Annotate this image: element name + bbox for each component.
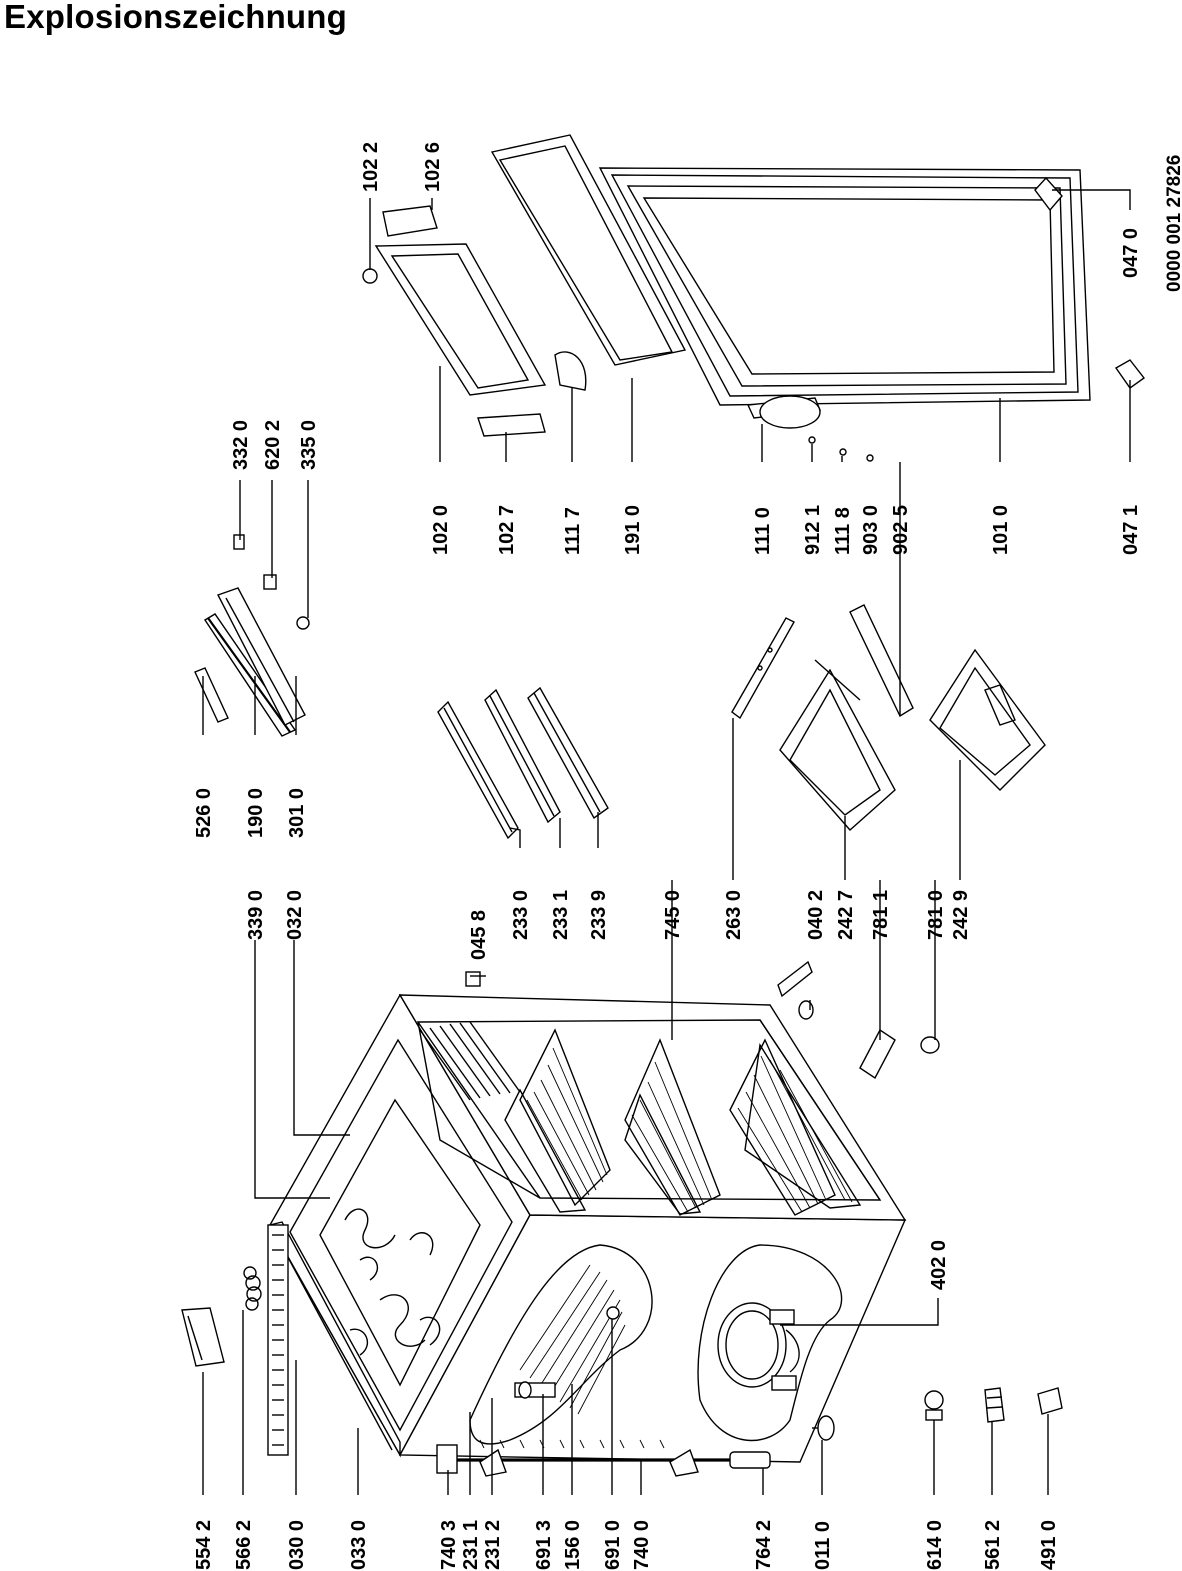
label-335-0: 335 0 [298,420,320,470]
condenser-area [469,1244,653,1445]
label-190-0: 190 0 [245,788,267,838]
label-691-3: 691 3 [533,1520,555,1570]
label-156-0: 156 0 [562,1520,584,1570]
label-242-7: 242 7 [835,890,857,940]
label-047-1: 047 1 [1120,505,1142,555]
label-554-2: 554 2 [193,1520,215,1570]
label-912-1: 912 1 [802,505,824,555]
wire-shelves-in-cabinet [504,1028,862,1216]
label-101-0: 101 0 [990,505,1012,555]
label-233-9: 233 9 [588,890,610,940]
connector-parts [924,1387,1063,1423]
document-number: 0000 001 27826 [1164,155,1182,292]
label-402-0: 402 0 [928,1240,950,1290]
drawer-242-9 [929,648,1046,791]
label-566-2: 566 2 [233,1520,255,1570]
label-691-0: 691 0 [602,1520,624,1570]
label-491-0: 491 0 [1038,1520,1060,1570]
compressor-area [697,1244,843,1442]
label-047-0: 047 0 [1120,228,1142,278]
door-assembly [362,134,1146,462]
label-332-0: 332 0 [230,420,252,470]
label-233-0: 233 0 [510,890,532,940]
label-745-0: 745 0 [662,890,684,940]
label-263-0: 263 0 [723,890,745,940]
bottom-rail-parts [436,1415,835,1477]
label-561-2: 561 2 [982,1520,1004,1570]
drawer-242-7 [779,604,914,831]
label-781-1: 781 1 [870,890,892,940]
door-shelf-rails [437,686,609,987]
label-620-2: 620 2 [262,420,284,470]
label-301-0: 301 0 [286,788,308,838]
label-030-0: 030 0 [286,1520,308,1570]
label-740-0: 740 0 [631,1520,653,1570]
label-040-2: 040 2 [805,890,827,940]
leader-lines [202,189,1131,1495]
label-339-0: 339 0 [245,890,267,940]
label-102-0: 102 0 [430,505,452,555]
label-111-7: 111 7 [562,507,584,555]
label-614-0: 614 0 [924,1520,946,1570]
label-781-0: 781 0 [925,890,947,940]
label-033-0: 033 0 [348,1520,370,1570]
label-233-1: 233 1 [550,890,572,940]
cabinet-body [267,993,907,1463]
control-panel-parts [194,534,310,737]
label-764-2: 764 2 [753,1520,775,1570]
label-191-0: 191 0 [622,505,644,555]
part-labels: 554 2 566 2 030 0 033 0 740 3 231 1 231 … [193,142,1182,1570]
label-102-2: 102 2 [360,142,382,192]
label-526-0: 526 0 [193,788,215,838]
label-111-0: 111 0 [752,507,774,555]
label-740-3: 740 3 [438,1520,460,1570]
label-242-9: 242 9 [950,890,972,940]
label-032-0: 032 0 [284,890,306,940]
label-102-7: 102 7 [496,505,518,555]
label-102-6: 102 6 [422,142,444,192]
page-title: Explosionszeichnung [4,0,348,35]
rail-263 [731,617,795,720]
label-231-2: 231 2 [482,1520,504,1570]
label-111-8: 111 8 [832,507,854,555]
label-011-0: 011 0 [812,1521,834,1570]
label-902-5: 902 5 [890,505,912,555]
loose-parts-left [181,1266,262,1367]
label-903-0: 903 0 [860,505,882,555]
label-231-1: 231 1 [460,1520,482,1570]
label-045-8: 045 8 [468,910,490,960]
hinge-parts-mid [777,960,940,1080]
